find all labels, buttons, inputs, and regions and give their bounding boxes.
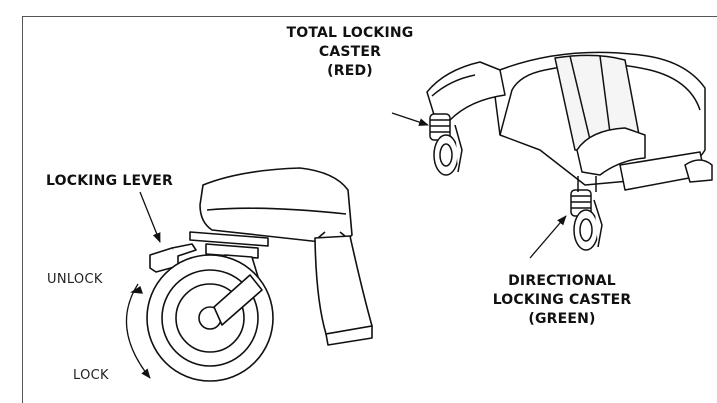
directional-caster-arrow: [529, 215, 567, 259]
callout-arrows: [125, 112, 567, 379]
total-caster-arrow: [391, 112, 429, 126]
lock-unlock-curved-arrow: [125, 283, 151, 379]
frame-left-border: [22, 16, 23, 403]
caster-detail-illustration: [146, 167, 373, 382]
locking-lever-arrow: [139, 191, 161, 243]
lock-label: LOCK: [73, 368, 109, 383]
total-locking-caster-label: TOTAL LOCKING CASTER (RED): [286, 25, 414, 79]
locking-lever-label: LOCKING LEVER: [46, 173, 174, 189]
unlock-label: UNLOCK: [47, 272, 103, 287]
directional-locking-caster-label: DIRECTIONAL LOCKING CASTER (GREEN): [492, 273, 632, 327]
frame-top-border: [22, 16, 717, 17]
bed-base-illustration: [426, 51, 713, 251]
